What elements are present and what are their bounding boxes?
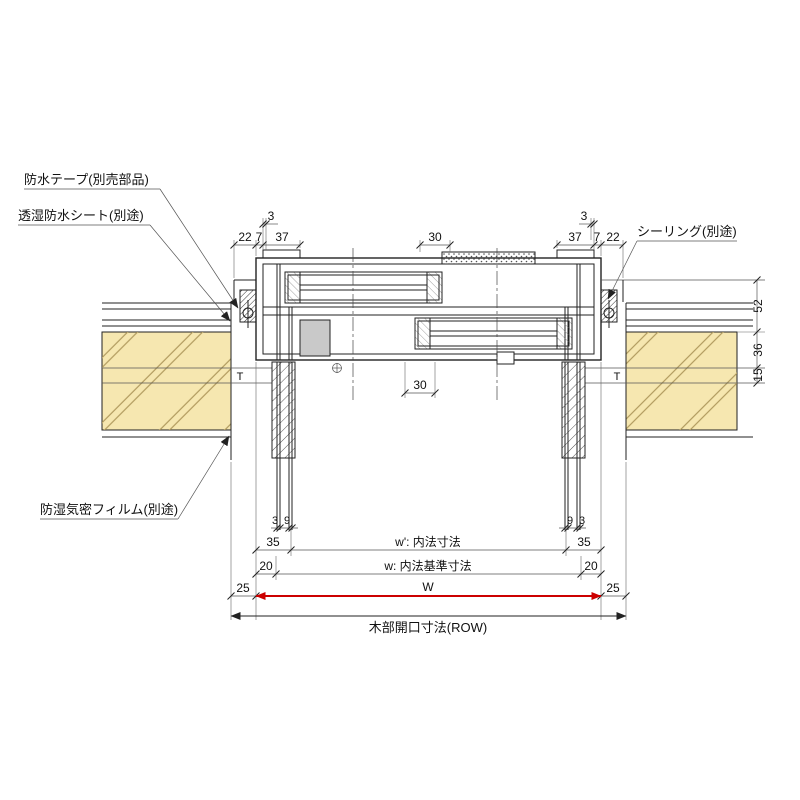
dim-top-3-left: 3: [268, 209, 275, 223]
dim-9-bottom-left: 9: [284, 515, 290, 527]
label-breathable-sheet: 透湿防水シート(別途): [18, 208, 144, 223]
window-frame-section: [233, 249, 765, 365]
dim-35-right: 35: [577, 535, 591, 549]
dim-row-label: 木部開口寸法(ROW): [369, 620, 487, 635]
dim-3-bottom-right: 3: [579, 515, 585, 527]
jamb-extension-right: [561, 361, 586, 530]
wall-right: [585, 302, 765, 460]
anchor-block-right: [600, 289, 618, 328]
t-mark-left: T: [237, 371, 244, 383]
screw-icon: [603, 307, 615, 319]
screen-rail-band: [441, 251, 536, 265]
t-mark-right: T: [614, 371, 621, 383]
sill-tab: [496, 351, 515, 365]
symbols: T T: [237, 363, 621, 383]
centerlines: [352, 248, 498, 402]
dimensions-bottom: 30 3 9 9 3 35 35 w': 内法寸法 20 20 w: 内法基準寸…: [227, 362, 630, 635]
screw-icon: [242, 307, 254, 319]
dim-top-22-left: 22: [238, 230, 252, 244]
circle-plus-icon: [332, 363, 342, 373]
dim-top-37-right: 37: [568, 230, 582, 244]
dim-top-22-right: 22: [606, 230, 620, 244]
lower-sash: [414, 317, 573, 350]
dim-3-bottom-left: 3: [272, 515, 278, 527]
dim-right-52: 52: [751, 299, 765, 313]
jamb-extension-left: [271, 361, 296, 530]
dim-bottom-30: 30: [413, 378, 427, 392]
dimensions-top: 22 7 37 3 30 37 7 22 3: [230, 209, 627, 278]
label-waterproof-tape: 防水テープ(別売部品): [24, 172, 149, 187]
dim-top-30: 30: [428, 230, 442, 244]
dimensions-right: 52 36 15: [737, 276, 765, 387]
dim-25-left: 25: [236, 581, 250, 595]
dim-top-37-left: 37: [275, 230, 289, 244]
dim-w-base-label: w: 内法基準寸法: [383, 558, 471, 573]
dim-25-right: 25: [606, 581, 620, 595]
dim-w-inner-label: w': 内法寸法: [394, 535, 461, 549]
upper-sash: [284, 271, 443, 304]
annotation-leaders: 防水テープ(別売部品) 透湿防水シート(別途) シーリング(別途) 防湿気密フィ…: [18, 172, 737, 520]
dim-20-left: 20: [259, 559, 273, 573]
dim-right-15: 15: [751, 368, 765, 382]
dim-top-3-right: 3: [581, 209, 588, 223]
label-sealing: シーリング(別途): [637, 224, 737, 239]
dim-w-label: W: [422, 580, 434, 594]
dim-35-left: 35: [266, 535, 280, 549]
dim-top-7-right: 7: [594, 230, 601, 244]
label-moisture-film: 防湿気密フィルム(別途): [40, 502, 178, 517]
dim-9-bottom-right: 9: [567, 515, 573, 527]
dim-right-36: 36: [751, 343, 765, 357]
wall-left: [101, 302, 272, 460]
dim-20-right: 20: [584, 559, 598, 573]
anchor-block-left: [239, 289, 257, 328]
dim-top-7-left: 7: [256, 230, 263, 244]
jamb-pocket-cover: [299, 319, 331, 357]
